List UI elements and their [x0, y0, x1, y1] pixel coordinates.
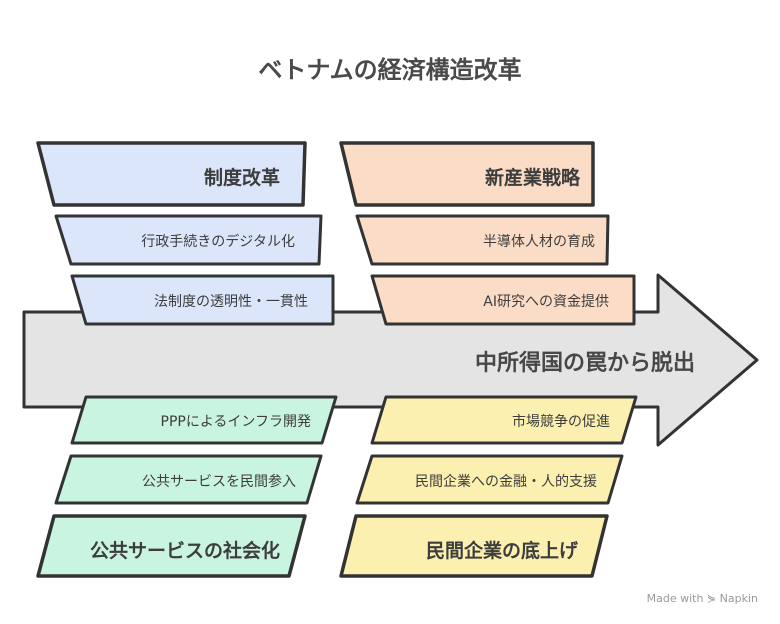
bottom-right-heading-box [339, 514, 609, 578]
bottom-right-item-box-2 [355, 454, 624, 505]
bottom-right-item-box-1 [370, 395, 638, 445]
top-left-item-box-2 [70, 274, 335, 326]
napkin-credit: Made with ⋟ Napkin [646, 592, 758, 605]
bottom-right-item-2: 民間企業への金融・人的支援 [415, 474, 597, 490]
top-right-item-box-2 [370, 274, 636, 326]
bottom-left-item-2: 公共サービスを民間参入 [142, 474, 296, 490]
bottom-left-heading: 公共サービスの社会化 [89, 540, 280, 562]
bottom-left-item-box-2 [54, 454, 323, 505]
top-right-item-1: 半導体人材の育成 [483, 234, 595, 250]
group-bottom-right [339, 395, 638, 578]
top-left-item-1: 行政手続きのデジタル化 [141, 234, 295, 250]
top-left-heading-box [36, 141, 307, 207]
bottom-left-heading-box [36, 514, 307, 578]
bottom-left-item-1: PPPによるインフラ開発 [160, 414, 312, 430]
top-right-heading: 新産業戦略 [484, 167, 580, 189]
top-right-item-2: AI研究への資金提供 [483, 294, 609, 310]
group-top-left [36, 141, 335, 326]
group-top-right [339, 141, 636, 326]
top-right-heading-box [339, 141, 595, 207]
top-left-item-box-1 [54, 214, 323, 266]
group-bottom-left [36, 395, 338, 578]
top-right-item-box-1 [355, 214, 610, 266]
bottom-right-heading: 民間企業の底上げ [425, 540, 578, 562]
top-left-heading: 制度改革 [203, 167, 280, 189]
top-left-item-2: 法制度の透明性・一貫性 [154, 294, 308, 310]
spine-label: 中所得国の罠から脱出 [474, 351, 695, 376]
bottom-right-item-1: 市場競争の促進 [512, 414, 610, 430]
diagram-title: ベトナムの経済構造改革 [258, 56, 522, 84]
bottom-left-item-box-1 [70, 395, 338, 445]
